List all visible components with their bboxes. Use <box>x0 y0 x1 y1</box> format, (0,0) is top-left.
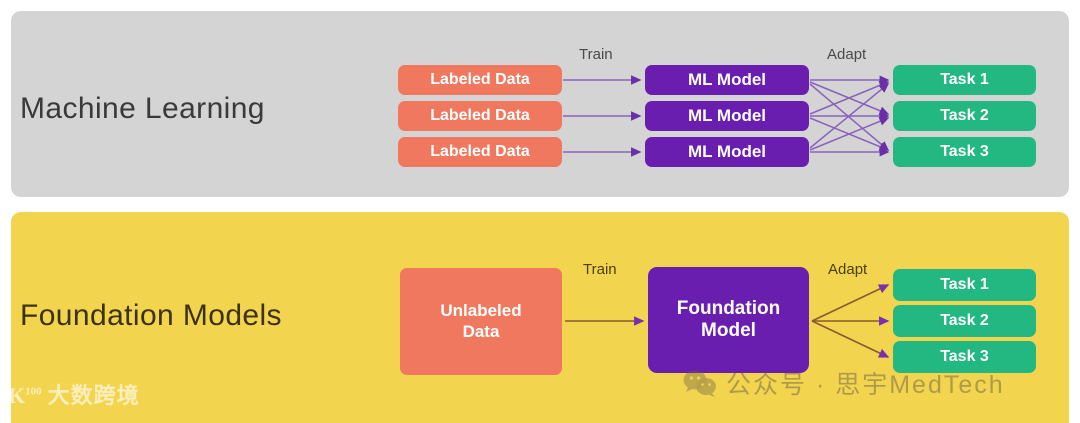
edge-label-train-ml: Train <box>579 46 613 63</box>
ml-task-box-2: Task 2 <box>893 101 1036 131</box>
watermark-wechat: 公众号 · 思宇MedTech <box>683 365 1005 401</box>
watermark-wechat-text: 公众号 · 思宇MedTech <box>726 371 1005 399</box>
foundation-model-box: Foundation Model <box>648 267 809 373</box>
unlabeled-data-box: Unlabeled Data <box>400 268 562 375</box>
labeled-data-box-2: Labeled Data <box>398 101 562 131</box>
edge-label-adapt-ml: Adapt <box>827 46 867 63</box>
fm-task-box-3: Task 3 <box>893 341 1036 373</box>
ml-model-box-1: ML Model <box>645 65 809 95</box>
fm-task-box-2: Task 2 <box>893 305 1036 337</box>
edge-label-adapt-fm: Adapt <box>828 261 868 278</box>
ml-model-box-3: ML Model <box>645 137 809 167</box>
ml-model-box-2: ML Model <box>645 101 809 131</box>
edge-label-train-fm: Train <box>583 261 617 278</box>
watermark-dashu: K100 大数跨境 <box>8 385 140 407</box>
wechat-icon <box>683 370 716 397</box>
panel-title-foundation-models: Foundation Models <box>20 299 282 332</box>
dashu-logo-icon: K100 <box>8 383 42 408</box>
labeled-data-box-1: Labeled Data <box>398 65 562 95</box>
labeled-data-box-3: Labeled Data <box>398 137 562 167</box>
panel-title-machine-learning: Machine Learning <box>20 92 265 125</box>
ml-task-box-1: Task 1 <box>893 65 1036 95</box>
watermark-dashu-text: 大数跨境 <box>47 383 140 408</box>
fm-task-box-1: Task 1 <box>893 269 1036 301</box>
ml-task-box-3: Task 3 <box>893 137 1036 167</box>
